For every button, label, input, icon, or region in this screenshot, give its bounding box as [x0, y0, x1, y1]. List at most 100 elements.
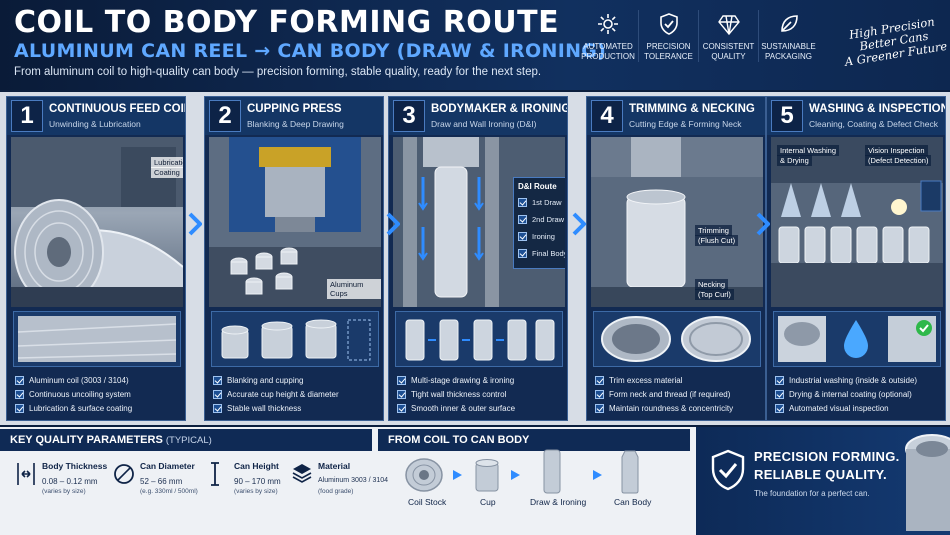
flow-arrow-icon — [453, 470, 462, 480]
can-illustration — [905, 434, 950, 531]
benefit-label: PRECISION — [646, 42, 691, 51]
aluminum-sheet-illustration — [17, 316, 177, 362]
param-value: Aluminum 3003 / 3104 — [318, 477, 389, 484]
bullet-text: Maintain roundness & concentricity — [609, 403, 734, 413]
coil-photo: Lubrication Coating — [11, 137, 183, 307]
step-card-2: 2 CUPPING PRESS Blanking & Deep Drawing — [204, 96, 384, 421]
check-icon — [397, 403, 406, 413]
benefit-label: PACKAGING — [765, 52, 812, 61]
bullet-text: Stable wall thickness — [227, 403, 302, 413]
step-bullets: Aluminum coil (3003 / 3104) Continuous u… — [15, 373, 183, 415]
benefit-automated: AUTOMATED PRODUCTION — [578, 10, 638, 62]
check-icon — [397, 389, 406, 399]
check-icon — [518, 198, 527, 207]
step-header: 5 WASHING & INSPECTION Cleaning, Coating… — [767, 97, 945, 135]
can-top-illustration — [601, 316, 751, 362]
step-card-3: 3 BODYMAKER & IRONING Draw and Wall Iron… — [388, 96, 568, 421]
bottom-section: KEY QUALITY PARAMETERS (TYPICAL) Body Th… — [0, 427, 950, 535]
inspection-illustration — [778, 316, 936, 362]
washing-label: Internal Washing — [777, 145, 840, 156]
shield-check-icon — [711, 449, 745, 491]
route-item-label: 2nd Draw — [532, 215, 565, 224]
bullet-text: Aluminum coil (3003 / 3104) — [29, 375, 129, 385]
drawn-body-icon — [543, 449, 561, 494]
shield-check-icon — [659, 13, 678, 35]
check-icon — [15, 403, 24, 413]
promise-subtext: The foundation for a perfect can. — [754, 489, 870, 498]
trimming-note: (Flush Cut) — [695, 235, 739, 246]
benefit-consistent: CONSISTENT QUALITY — [698, 10, 758, 62]
step-title: CONTINUOUS FEED COIL — [49, 103, 186, 115]
step-card-5: 5 WASHING & INSPECTION Cleaning, Coating… — [766, 96, 946, 421]
inspection-strip — [773, 311, 941, 367]
check-icon — [775, 375, 784, 385]
bullet-item: Smooth inner & outer surface — [397, 401, 565, 415]
route-item: 1st Draw — [518, 194, 564, 211]
flow-arrow-icon — [593, 470, 602, 480]
bullet-text: Lubrication & surface coating — [29, 403, 133, 413]
bullet-item: Automated visual inspection — [775, 401, 943, 415]
benefit-label: CONSISTENT — [702, 42, 755, 51]
bullet-item: Form neck and thread (if required) — [595, 387, 763, 401]
promise-line: RELIABLE QUALITY. — [754, 467, 887, 482]
flow-arrow-icon — [511, 470, 520, 480]
flow-step-label: Coil Stock — [408, 497, 447, 507]
header: COIL TO BODY FORMING ROUTE ALUMINUM CAN … — [0, 0, 950, 90]
bullet-item: Tight wall thickness control — [397, 387, 565, 401]
bullet-item: Stable wall thickness — [213, 401, 381, 415]
lubrication-label: Lubrication — [151, 157, 183, 168]
param-value: 52 – 66 mm — [140, 477, 183, 486]
benefit-precision: PRECISION TOLERANCE — [638, 10, 698, 62]
flow-step-label: Draw & Ironing — [530, 497, 587, 507]
check-icon — [213, 389, 222, 399]
trimming-photo: Trimming (Flush Cut) Necking (Top Curl) — [591, 137, 763, 307]
thickness-icon — [17, 463, 35, 485]
bullet-item: Industrial washing (inside & outside) — [775, 373, 943, 387]
route-item-label: 1st Draw — [532, 198, 562, 207]
diamond-icon — [717, 15, 740, 36]
route-item: 2nd Draw — [518, 211, 564, 228]
step-header: 1 CONTINUOUS FEED COIL Unwinding & Lubri… — [7, 97, 185, 135]
coating-label: Coating — [151, 167, 183, 178]
vision-inspection-label: Vision Inspection — [865, 145, 928, 156]
step-number: 5 — [771, 100, 803, 132]
cup-icon — [475, 459, 499, 492]
bullet-item: Maintain roundness & concentricity — [595, 401, 763, 415]
check-icon — [595, 375, 604, 385]
benefit-label: QUALITY — [711, 52, 746, 61]
step-arrow-icon — [756, 212, 770, 236]
bullet-text: Trim excess material — [609, 375, 683, 385]
check-icon — [213, 403, 222, 413]
can-bodies-illustration — [405, 319, 555, 361]
step-subtitle: Cleaning, Coating & Defect Check — [809, 119, 938, 129]
benefits-row: AUTOMATED PRODUCTION PRECISION TOLERANCE… — [578, 10, 818, 62]
benefit-label: AUTOMATED — [583, 42, 633, 51]
promise-panel: PRECISION FORMING. RELIABLE QUALITY. The… — [696, 427, 950, 535]
param-note: (e.g. 330ml / 500ml) — [140, 488, 198, 495]
flow-title: FROM COIL TO CAN BODY — [388, 434, 530, 446]
check-icon — [397, 375, 406, 385]
slogan: High Precision Better Cans A Greener Fut… — [838, 14, 950, 69]
step-title: BODYMAKER & IRONING — [431, 103, 568, 115]
water-drop-icon — [844, 320, 868, 358]
aluminum-cups-label: Aluminum Cups — [327, 279, 381, 299]
step-arrow-icon — [188, 212, 202, 236]
trimming-illustration — [591, 137, 763, 307]
layers-icon — [292, 464, 312, 483]
check-icon — [595, 389, 604, 399]
param-value: 90 – 170 mm — [234, 477, 281, 486]
quality-title-note: (TYPICAL) — [165, 435, 212, 446]
bullet-item: Blanking and cupping — [213, 373, 381, 387]
promise-line: PRECISION FORMING. — [754, 449, 900, 464]
step-card-4: 4 TRIMMING & NECKING Cutting Edge & Form… — [586, 96, 766, 421]
step-subtitle: Unwinding & Lubrication — [49, 119, 141, 129]
check-icon — [518, 232, 527, 241]
check-icon — [518, 249, 527, 258]
param-value: 0.08 – 0.12 mm — [42, 477, 98, 486]
page-subtitle: ALUMINUM CAN REEL → CAN BODY (DRAW & IRO… — [14, 40, 607, 62]
benefit-label: TOLERANCE — [644, 52, 693, 61]
step-header: 3 BODYMAKER & IRONING Draw and Wall Iron… — [389, 97, 567, 135]
flow-step-label: Cup — [480, 497, 496, 507]
trimming-label: Trimming — [695, 225, 732, 236]
check-icon — [15, 389, 24, 399]
